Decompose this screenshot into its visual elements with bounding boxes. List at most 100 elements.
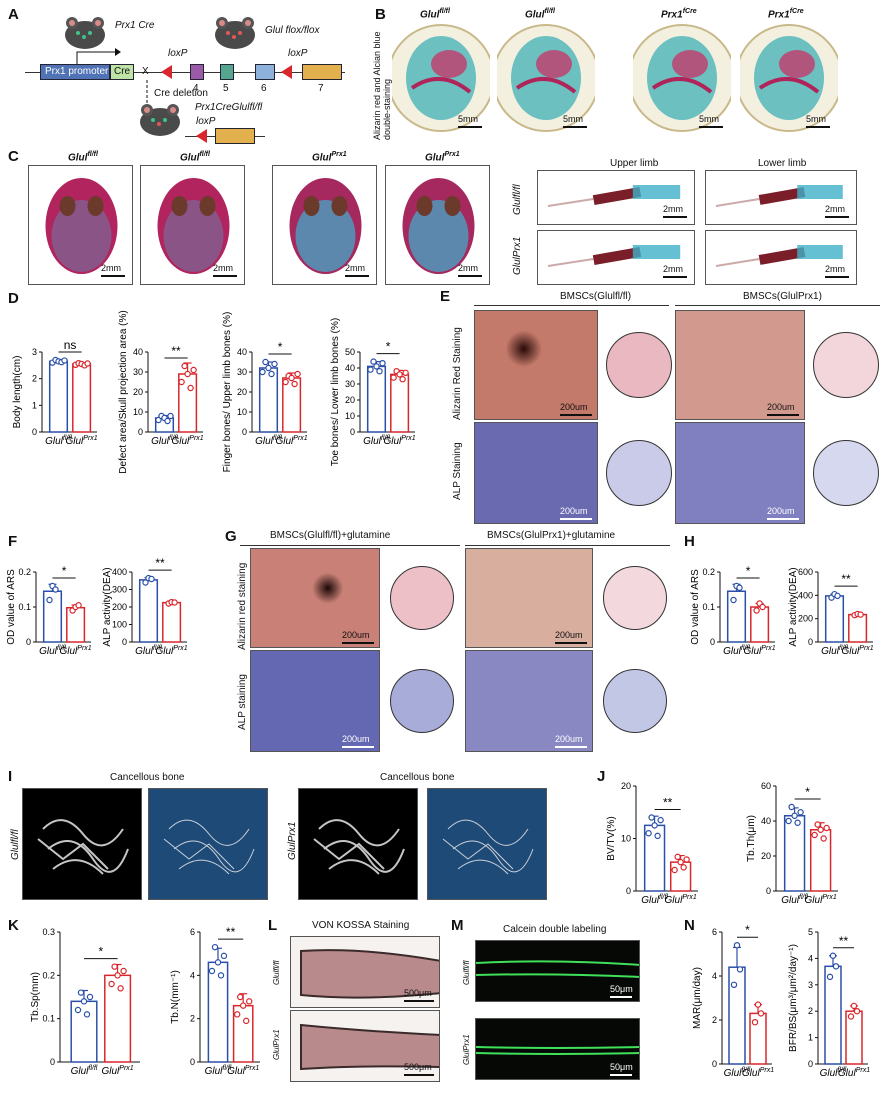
scale-bar (342, 642, 374, 644)
y-tick-label: 100 (112, 620, 127, 630)
panel-label-N: N (684, 917, 695, 934)
panel-g-row2-label: ALP staining (237, 674, 248, 730)
x-tick-label: GlulPrx1 (805, 894, 837, 906)
y-axis-label: Finger bones/ Upper limb bones (%) (222, 312, 233, 473)
data-point (220, 952, 228, 960)
microct-image (148, 788, 268, 900)
scale-bar-label: 5mm (806, 114, 826, 124)
bar (207, 961, 229, 1063)
data-point (208, 967, 216, 975)
y-tick-label: 200 (798, 614, 813, 624)
exon-6-label: 6 (261, 83, 267, 94)
y-tick-label: 0.2 (18, 567, 31, 577)
scale-bar (699, 126, 723, 128)
skeleton-image (387, 22, 495, 134)
exon-4-box (190, 64, 204, 80)
well-image (606, 440, 672, 506)
x-tick-label: GlulPrx1 (59, 645, 91, 657)
data-point (834, 592, 841, 600)
data-point (753, 607, 760, 614)
promoter-arrow-icon (76, 48, 121, 64)
scale-bar (345, 275, 369, 277)
y-tick-label: 20 (621, 781, 631, 791)
data-point (754, 1001, 762, 1008)
data-point (396, 371, 403, 378)
significance-label: ** (226, 925, 236, 939)
bar (162, 601, 182, 643)
scale-bar-label: 5mm (458, 114, 478, 124)
data-point (373, 363, 380, 370)
panel-l-row1: Glulfl/fl (272, 960, 281, 985)
y-tick-label: 30 (345, 379, 355, 389)
data-point (757, 1010, 765, 1017)
panel-label-H: H (684, 533, 695, 550)
panel-e-group2: BMSCs(GlulPrx1) (743, 291, 822, 302)
x-tick-label: GlulPrx1 (275, 435, 307, 447)
calcein-image (475, 1018, 640, 1080)
skull-image (385, 165, 490, 285)
y-axis-label: Toe bones/ Lower limb bones (%) (330, 318, 341, 466)
y-tick-label: 0 (138, 427, 143, 437)
y-tick-label: 0 (242, 427, 247, 437)
x-tick-label: GlulPrx1 (101, 1065, 133, 1077)
y-tick-label: 0.1 (18, 602, 31, 612)
significance-label: * (62, 564, 67, 578)
y-tick-label: 0 (766, 886, 771, 896)
y-tick-label: 3 (32, 347, 37, 357)
significance-label: ns (64, 338, 77, 352)
data-point (245, 998, 253, 1005)
data-point (233, 1011, 241, 1018)
y-tick-label: 1 (32, 400, 37, 410)
exon-5-label: 5 (223, 83, 229, 94)
x-tick-label: Glulfl/fl (45, 435, 72, 447)
scale-bar-label: 50μm (610, 1062, 633, 1072)
cre-deletion-label: Cre deletion (154, 88, 208, 99)
panel-label-K: K (8, 917, 19, 934)
scale-bar-label: 2mm (345, 263, 365, 273)
skull-image (272, 165, 377, 285)
exon-4-label: 4 (193, 83, 199, 94)
data-point (271, 360, 278, 368)
panel-label-D: D (8, 290, 19, 307)
x-tick-label: Glulfl/fl (135, 645, 162, 657)
panel-l-row2: GlulPrx1 (272, 1029, 281, 1060)
bar (72, 363, 92, 433)
construct-line (25, 72, 345, 73)
panel-e-line1 (474, 305, 669, 306)
scale-bar (767, 518, 799, 520)
bar (848, 613, 868, 643)
y-tick-label: 0 (808, 1059, 813, 1069)
data-point (262, 358, 269, 366)
y-tick-label: 0.3 (42, 927, 55, 937)
scale-bar-label: 200um (555, 734, 583, 744)
x-tick-label: Glulfl/fl (363, 435, 390, 447)
y-tick-label: 4 (190, 970, 195, 980)
scale-bar-label: 2mm (825, 264, 845, 274)
exon-5-box (220, 64, 234, 80)
x-tick-label: Glulfl/fl (39, 645, 66, 657)
well-image (606, 332, 672, 398)
panel-b-side-label: Alizarin red and Alcian blue double-stai… (372, 31, 392, 140)
data-point (120, 967, 127, 975)
y-tick-label: 2 (190, 1014, 195, 1024)
x-tick-label: Glulfl/fl (723, 645, 750, 657)
data-point (74, 1006, 82, 1014)
data-point (736, 584, 743, 591)
y-tick-label: 20 (761, 851, 771, 861)
scale-bar-label: 2mm (663, 264, 683, 274)
y-tick-label: 0 (626, 886, 631, 896)
data-point (853, 1007, 861, 1015)
y-axis-label: ALP activity(DEA) (102, 567, 113, 646)
data-point (751, 1018, 759, 1026)
panel-label-M: M (451, 917, 464, 934)
y-tick-label: 60 (761, 781, 771, 791)
data-point (291, 380, 298, 388)
skull-image (28, 165, 133, 285)
limb-image (705, 230, 857, 285)
data-point (402, 369, 409, 377)
